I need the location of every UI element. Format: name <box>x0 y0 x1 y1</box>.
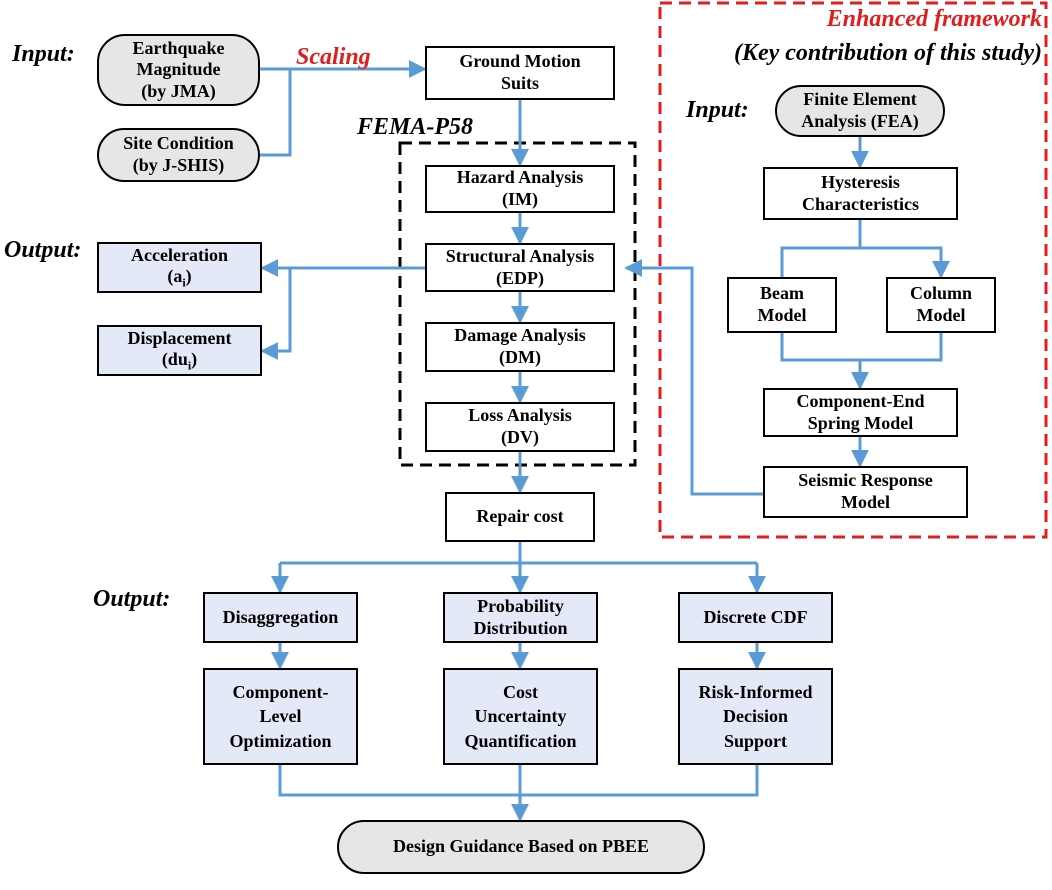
scaling-label: Scaling <box>296 44 371 70</box>
discrete-cdf-node: Discrete CDF <box>678 592 833 643</box>
disaggregation-node: Disaggregation <box>203 592 358 643</box>
acceleration-title: Acceleration <box>131 244 228 265</box>
site-condition-node: Site Condition (by J-SHIS) <box>97 128 260 182</box>
displacement-title: Displacement <box>127 327 232 348</box>
damage-analysis-node: Damage Analysis (DM) <box>425 322 615 372</box>
cost-uncertainty-node: Cost Uncertainty Quantification <box>443 668 598 765</box>
displacement-symbol: (dui) <box>161 349 198 373</box>
input-label-left: Input: <box>12 41 75 67</box>
seismic-response-node: Seismic Response Model <box>763 466 968 518</box>
connector-structural-displacement <box>260 268 292 360</box>
fea-node: Finite Element Analysis (FEA) <box>775 85 945 137</box>
enhanced-framework-frame <box>658 1 1048 539</box>
component-level-optimization-node: Component- Level Optimization <box>203 668 358 765</box>
fema-p58-frame <box>398 141 637 467</box>
fema-p58-label: FEMA-P58 <box>357 114 474 140</box>
input-label-right: Input: <box>686 97 749 123</box>
risk-informed-decision-node: Risk-Informed Decision Support <box>678 668 833 765</box>
connector-site-ground <box>260 69 292 157</box>
acceleration-node: Acceleration (ai) <box>97 242 262 293</box>
connector-merge-design <box>278 765 759 820</box>
enhanced-framework-subtitle: (Key contribution of this study) <box>733 40 1042 66</box>
design-guidance-node: Design Guidance Based on PBEE <box>337 820 705 874</box>
column-model-node: Column Model <box>886 277 996 333</box>
component-end-spring-node: Component-End Spring Model <box>763 388 958 437</box>
probability-distribution-node: Probability Distribution <box>443 592 598 643</box>
enhanced-framework-title: Enhanced framework <box>826 6 1042 32</box>
earthquake-magnitude-node: Earthquake Magnitude (by JMA) <box>97 34 260 106</box>
structural-analysis-node: Structural Analysis (EDP) <box>425 243 615 292</box>
connector-seismic-structural <box>624 259 763 496</box>
hysteresis-node: Hysteresis Characteristics <box>763 167 958 220</box>
connector-beam-column-merge <box>780 333 943 388</box>
beam-model-node: Beam Model <box>727 277 837 333</box>
output-label-middle: Output: <box>4 237 82 263</box>
ground-motion-node: Ground Motion Suits <box>425 46 615 100</box>
acceleration-symbol: (ai) <box>167 266 192 290</box>
output-label-bottom: Output: <box>93 586 171 612</box>
hazard-analysis-node: Hazard Analysis (IM) <box>425 165 615 213</box>
connector-repair-branches <box>280 542 757 565</box>
loss-analysis-node: Loss Analysis (DV) <box>425 402 615 452</box>
connector-hysteresis-split <box>780 220 941 277</box>
displacement-node: Displacement (dui) <box>97 325 262 376</box>
repair-cost-node: Repair cost <box>445 492 595 542</box>
